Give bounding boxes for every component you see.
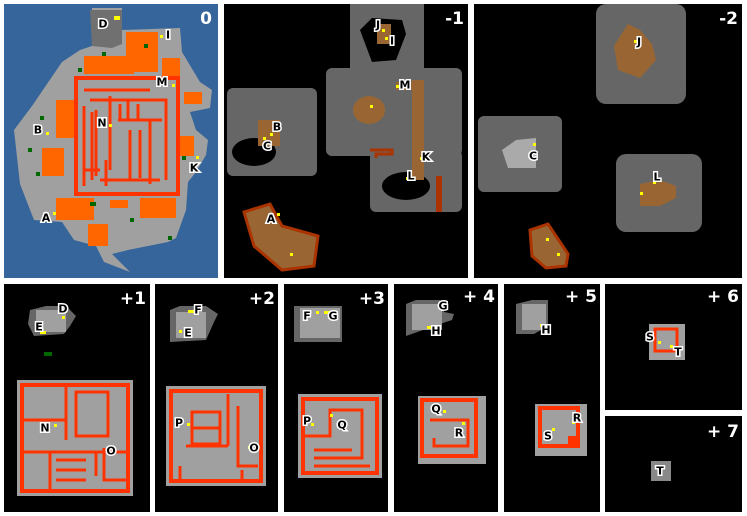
marker-label: A bbox=[42, 212, 51, 225]
marker-label: G bbox=[438, 300, 447, 313]
marker-label: M bbox=[157, 76, 168, 89]
marker-label: Q bbox=[337, 419, 346, 432]
level-label: -1 bbox=[445, 9, 464, 29]
marker-label: F bbox=[303, 310, 311, 323]
panel-level-plus-2[interactable] bbox=[155, 284, 278, 512]
marker-label: N bbox=[40, 422, 49, 435]
marker-label: L bbox=[653, 171, 660, 184]
marker-label: A bbox=[267, 213, 276, 226]
marker-label: E bbox=[35, 321, 43, 334]
panel-level-plus-6[interactable] bbox=[605, 284, 742, 410]
marker-label: R bbox=[455, 427, 464, 440]
level-label: +1 bbox=[120, 289, 146, 309]
marker-label: L bbox=[407, 170, 414, 183]
marker-label: K bbox=[422, 151, 431, 164]
lava-pools bbox=[42, 32, 202, 246]
panel-level-minus-1[interactable] bbox=[224, 4, 468, 278]
marker-label: S bbox=[646, 331, 654, 344]
marker-label: I bbox=[166, 29, 170, 42]
marker-label: O bbox=[249, 442, 258, 455]
marker-label: H bbox=[541, 324, 550, 337]
panel-level-plus-1[interactable] bbox=[4, 284, 150, 512]
marker-label: H bbox=[431, 325, 440, 338]
level-label: + 7 bbox=[707, 422, 739, 442]
marker-label: O bbox=[106, 445, 115, 458]
level-label: +3 bbox=[359, 289, 385, 309]
marker-label: E bbox=[184, 327, 192, 340]
marker-label: T bbox=[656, 465, 664, 478]
marker-label: J bbox=[375, 19, 380, 32]
marker-label: D bbox=[58, 303, 67, 316]
marker-label: I bbox=[390, 35, 394, 48]
panel-level-plus-3[interactable] bbox=[284, 284, 388, 512]
marker-label: Q bbox=[431, 403, 440, 416]
level-label: + 6 bbox=[707, 287, 739, 307]
marker-label: J bbox=[636, 36, 641, 49]
panel-level-minus-2[interactable] bbox=[474, 4, 742, 278]
maze-wall bbox=[74, 76, 180, 196]
marker-label: G bbox=[328, 310, 337, 323]
marker-label: S bbox=[544, 430, 552, 443]
marker-label: P bbox=[303, 415, 311, 428]
marker-label: F bbox=[194, 304, 202, 317]
panel-level-plus-5[interactable] bbox=[504, 284, 600, 512]
marker-labels: D I M B N K A J I M B C K L A J C L D E … bbox=[32, 16, 683, 479]
panel-level-plus-7[interactable] bbox=[605, 416, 742, 512]
marker-label: M bbox=[400, 79, 411, 92]
panel-level-plus-4[interactable] bbox=[394, 284, 498, 512]
panel-level-0[interactable] bbox=[4, 4, 218, 278]
marker-label: B bbox=[273, 121, 281, 134]
marker-label: D bbox=[98, 18, 107, 31]
marker-label: C bbox=[263, 140, 271, 153]
marker-label: P bbox=[175, 417, 183, 430]
level-label: 0 bbox=[200, 9, 212, 29]
level-label: + 4 bbox=[463, 287, 495, 307]
stair-markers bbox=[40, 16, 673, 449]
marker-label: B bbox=[34, 124, 42, 137]
marker-label: R bbox=[573, 412, 582, 425]
level-label: + 5 bbox=[565, 287, 597, 307]
level-label: +2 bbox=[249, 289, 275, 309]
marker-label: N bbox=[97, 117, 106, 130]
marker-label: T bbox=[674, 346, 682, 359]
marker-label: C bbox=[529, 150, 537, 163]
level-label: -2 bbox=[719, 9, 738, 29]
marker-label: K bbox=[190, 162, 199, 175]
